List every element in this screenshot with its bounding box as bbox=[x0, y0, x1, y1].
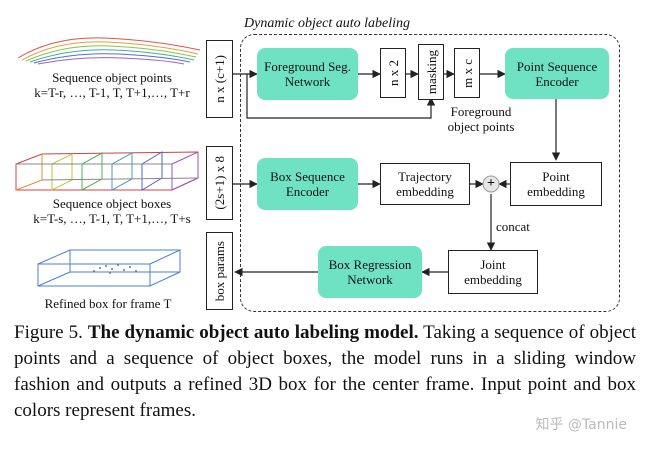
watermark: 知乎 @Tannie bbox=[535, 417, 627, 433]
figure-caption: Figure 5. The dynamic object auto labeli… bbox=[14, 320, 636, 424]
dynamic-region bbox=[240, 34, 620, 312]
input-points-tensor: n x (c+1) bbox=[206, 40, 233, 118]
joint-embedding: Joint embedding bbox=[448, 250, 538, 294]
caption-title: The dynamic object auto labeling model. bbox=[87, 322, 419, 343]
masking-step: masking bbox=[418, 44, 444, 100]
point-sequence-illustration bbox=[17, 37, 201, 65]
caption-prefix: Figure 5. bbox=[14, 322, 88, 343]
foreground-seg-network: Foreground Seg. Network bbox=[257, 48, 358, 100]
output-box-params-tensor: box params bbox=[206, 232, 233, 310]
concat-annotation: concat bbox=[496, 219, 530, 234]
segmentation-output-tensor: n x 2 bbox=[380, 48, 406, 98]
foreground-points-annotation: Foreground object points bbox=[447, 104, 515, 134]
sequence-boxes-label: Sequence object boxes k=T-s, …, T-1, T, … bbox=[33, 196, 191, 226]
refined-box-label: Refined box for frame T bbox=[44, 296, 172, 311]
point-sequence-encoder: Point Sequence Encoder bbox=[505, 48, 609, 99]
trajectory-embedding: Trajectory embedding bbox=[380, 163, 470, 205]
region-title: Dynamic object auto labeling bbox=[244, 16, 411, 31]
box-sequence-encoder: Box Sequence Encoder bbox=[257, 158, 358, 210]
input-boxes-tensor: (2s+1) x 8 bbox=[206, 146, 233, 220]
caption-body: Taking a sequence of object points and a… bbox=[14, 322, 636, 421]
box-regression-network: Box Regression Network bbox=[318, 246, 422, 298]
refined-box-illustration bbox=[37, 249, 181, 287]
point-embedding: Point embedding bbox=[510, 162, 602, 206]
sequence-points-label: Sequence object points k=T-r, …, T-1, T,… bbox=[34, 70, 190, 100]
box-sequence-illustration bbox=[15, 151, 199, 191]
plus-symbol: + bbox=[487, 176, 495, 191]
masked-points-tensor: m x c bbox=[454, 48, 480, 98]
